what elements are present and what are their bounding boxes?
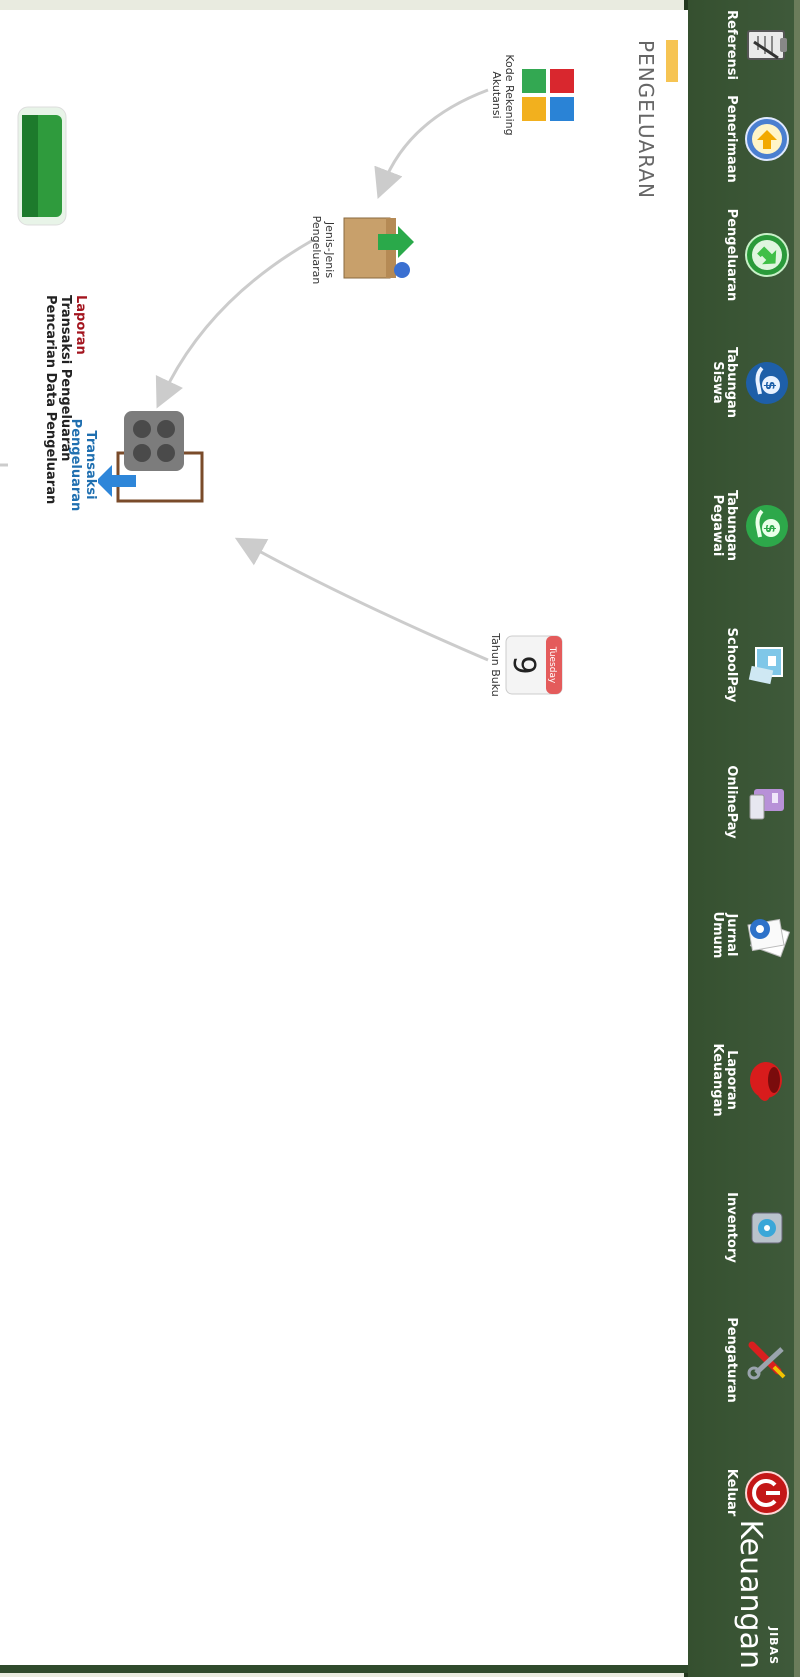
arrow-up-circle-icon [744, 232, 790, 278]
disk-icon [744, 1205, 790, 1251]
nav-label-inventory: Inventory [724, 1192, 739, 1263]
brand-name: Keuangan [733, 1519, 768, 1670]
jenis-pengeluaran-item[interactable]: Jenis-Jenis Pengeluaran [310, 200, 420, 300]
gear-papers-icon [744, 912, 791, 958]
transaksi-pengeluaran-item[interactable]: Transaksi Pengeluaran [68, 405, 208, 525]
nav-jurnal-umum[interactable]: Jurnal Umum [692, 890, 791, 980]
nav-label-referensi: Referensi [724, 10, 739, 80]
nav-pengaturan[interactable]: Pengaturan [692, 1310, 790, 1410]
clipboard-icon [744, 22, 790, 68]
nav-label-jurnal-umum: Jurnal Umum [710, 911, 739, 959]
nav-pengeluaran[interactable]: Pengeluaran [692, 205, 790, 305]
toolbar-edge [794, 0, 800, 1677]
calendar-date-label: 9 [506, 655, 541, 674]
arrow-left-circle-icon [744, 116, 790, 162]
nav-inventory[interactable]: Inventory [692, 1180, 790, 1275]
green-report-icon [17, 106, 67, 226]
nav-tabungan-pegawai[interactable]: $ Tabungan Pegawai [692, 478, 790, 573]
calendar-icon: Tuesday 9 [505, 635, 563, 695]
main-content: PENGELUARAN Kode Rekening Akutansi [0, 10, 688, 1673]
brand-prefix: JIBAS [767, 1626, 780, 1665]
nav-referensi[interactable]: Referensi [692, 10, 790, 80]
nav-penerimaan[interactable]: Penerimaan [692, 95, 790, 183]
box-upload-icon [343, 217, 414, 279]
red-cup-icon [744, 1057, 790, 1103]
nav-label-schoolpay: SchoolPay [724, 627, 739, 703]
schoolpay-icon [744, 642, 790, 688]
main-toolbar: Referensi Penerimaan Pengeluaran $ Tabun… [684, 0, 800, 1677]
dollar-hand-green-icon: $ [744, 503, 790, 549]
kode-rekening-item[interactable]: Kode Rekening Akutansi [490, 50, 580, 140]
nav-label-tabungan-pegawai: Tabungan Pegawai [710, 489, 739, 562]
svg-text:$: $ [762, 381, 777, 390]
calculator-ledger-icon [98, 411, 204, 503]
nav-keluar[interactable]: Keluar [692, 1455, 790, 1530]
nav-label-keluar: Keluar [724, 1468, 739, 1517]
laporan-section: Laporan Transaksi Pengeluaran Pencarian … [43, 295, 88, 504]
kode-rekening-label: Kode Rekening Akutansi [490, 54, 516, 136]
nav-laporan-keuangan[interactable]: Laporan Keuangan [692, 1030, 790, 1130]
nav-tabungan-siswa[interactable]: $ Tabungan Siswa [692, 335, 790, 430]
nav-label-tabungan-siswa: Tabungan Siswa [710, 346, 739, 419]
nav-label-penerimaan: Penerimaan [724, 95, 739, 183]
power-icon [744, 1470, 790, 1516]
nav-schoolpay[interactable]: SchoolPay [692, 620, 790, 710]
windows-tiles-icon [522, 69, 574, 121]
nav-onlinepay[interactable]: OnlinePay [692, 757, 790, 847]
calendar-day-label: Tuesday [547, 646, 557, 684]
nav-label-pengeluaran: Pengeluaran [724, 208, 739, 302]
nav-label-pengaturan: Pengaturan [724, 1317, 739, 1403]
nav-label-onlinepay: OnlinePay [724, 765, 739, 839]
link-transaksi-pengeluaran[interactable]: Transaksi Pengeluaran [58, 295, 73, 462]
laporan-title: Laporan [73, 295, 88, 355]
card-icon [744, 779, 790, 825]
svg-text:$: $ [762, 524, 777, 533]
tahun-buku-item[interactable]: Tuesday 9 Tahun Buku [489, 620, 568, 710]
dollar-hand-icon: $ [744, 360, 790, 406]
brand: JIBAS Keuangan [696, 1520, 788, 1675]
section-accent [666, 40, 678, 82]
tahun-buku-label: Tahun Buku [489, 633, 502, 697]
nav-label-laporan-keuangan: Laporan Keuangan [710, 1043, 739, 1117]
tools-icon [744, 1337, 790, 1383]
page-title: PENGELUARAN [634, 40, 658, 199]
link-pencarian-pengeluaran[interactable]: Pencarian Data Pengeluaran [43, 295, 58, 505]
jenis-pengeluaran-label: Jenis-Jenis Pengeluaran [310, 215, 336, 285]
